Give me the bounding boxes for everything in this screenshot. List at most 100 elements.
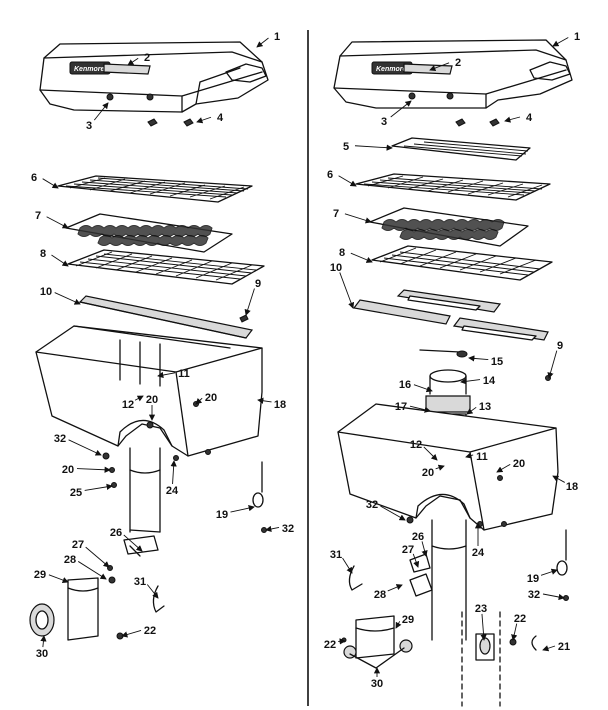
callout-label: 11	[476, 451, 488, 463]
callout-label: 16	[399, 379, 411, 391]
callout-label: 20	[62, 464, 74, 476]
callout-leader	[157, 371, 176, 379]
right-callout-4: 4	[504, 112, 533, 124]
right-rock-grate	[371, 245, 553, 281]
right-callout-24: 24	[472, 522, 485, 559]
callout-label: 14	[483, 375, 496, 387]
left-hood: Kenmore	[39, 41, 269, 127]
right-callout-27: 27	[402, 544, 420, 568]
callout-label: 20	[146, 394, 158, 406]
left-lower-parts	[29, 565, 165, 641]
left-callout-32: 32	[54, 433, 102, 456]
callout-leader	[344, 213, 372, 224]
right-callout-1: 1	[552, 31, 580, 47]
left-callout-19: 19	[216, 505, 255, 521]
left-callout-6: 6	[31, 172, 59, 189]
right-post	[406, 516, 483, 641]
right-callout-15: 15	[468, 355, 503, 368]
callout-label: 24	[166, 485, 179, 497]
left-callout-29: 29	[34, 569, 69, 584]
callout-leader	[84, 483, 113, 491]
left-callout-10: 10	[40, 286, 81, 305]
left-callout-12: 12	[122, 395, 144, 411]
callout-label: 24	[472, 547, 485, 559]
left-hook	[252, 461, 267, 533]
callout-leader	[123, 534, 143, 552]
right-callout-11: 11	[465, 451, 488, 463]
callout-label: 26	[412, 531, 424, 543]
callout-leader	[77, 561, 107, 580]
callout-leader	[76, 466, 111, 473]
callout-leader	[466, 406, 477, 415]
callout-leader	[413, 384, 433, 393]
callout-label: 29	[34, 569, 46, 581]
right-callout-3: 3	[381, 100, 412, 128]
callout-label: 22	[324, 639, 336, 651]
callout-leader	[421, 541, 428, 557]
callout-label: 21	[558, 641, 570, 653]
right-cooking-grid	[355, 173, 551, 201]
callout-label: 31	[134, 576, 146, 588]
left-callout-20: 20	[146, 394, 158, 421]
right-callout-28: 28	[374, 584, 403, 601]
left-burner	[78, 295, 254, 339]
callout-leader	[435, 464, 445, 471]
callout-label: 22	[144, 625, 156, 637]
callout-leader	[552, 475, 565, 483]
callout-leader	[93, 102, 109, 121]
callout-label: 15	[491, 356, 503, 368]
callout-leader	[196, 116, 212, 124]
left-briquet-bed	[65, 213, 233, 253]
left-callout-18: 18	[257, 397, 286, 411]
callout-label: 10	[330, 262, 342, 274]
right-callout-5: 5	[343, 141, 393, 153]
left-callout-27: 27	[72, 539, 110, 568]
callout-label: 1	[274, 31, 280, 43]
callout-label: 23	[475, 603, 487, 615]
right-callout-9: 9	[547, 340, 563, 379]
callout-leader	[409, 405, 431, 413]
callout-label: 28	[64, 554, 76, 566]
right-callout-21: 21	[542, 641, 570, 653]
callout-leader	[429, 62, 450, 72]
callout-leader	[257, 397, 272, 404]
left-callout-7: 7	[35, 210, 69, 229]
callout-label: 4	[217, 112, 224, 124]
left-assembly: Kenmore	[29, 41, 269, 641]
callout-label: 2	[455, 57, 461, 69]
callout-leader	[342, 557, 353, 574]
callout-leader	[468, 355, 489, 362]
left-hood-knob	[106, 93, 114, 101]
callout-leader	[511, 623, 518, 641]
right-callout-16: 16	[399, 379, 433, 393]
callout-leader	[85, 546, 110, 568]
callout-label: 1	[574, 31, 580, 43]
callout-leader	[48, 574, 69, 584]
right-hood: Kenmore	[333, 39, 573, 127]
brand-label: Kenmore	[74, 66, 104, 73]
right-callout-30: 30	[371, 667, 383, 690]
left-callout-20: 20	[62, 464, 111, 476]
callout-label: 18	[274, 399, 286, 411]
left-cooking-grid	[57, 175, 253, 203]
callout-leader	[339, 272, 355, 309]
callout-leader	[54, 292, 81, 305]
callout-leader	[68, 439, 102, 456]
left-hood-knob-2	[146, 93, 154, 101]
callout-leader	[460, 378, 481, 385]
right-firebox	[337, 375, 559, 531]
left-callout-8: 8	[40, 248, 69, 267]
callout-label: 18	[566, 481, 578, 493]
right-assembly: Kenmore	[333, 39, 573, 707]
right-callout-26: 26	[412, 531, 428, 557]
left-callout-1: 1	[256, 31, 280, 48]
callout-label: 3	[381, 116, 387, 128]
left-callout-22: 22	[121, 625, 156, 638]
callout-leader	[480, 613, 487, 641]
callout-label: 11	[178, 368, 190, 380]
callout-leader	[230, 505, 255, 513]
callout-leader	[256, 37, 269, 48]
callout-leader	[244, 288, 255, 316]
right-callout-22: 22	[511, 613, 526, 641]
